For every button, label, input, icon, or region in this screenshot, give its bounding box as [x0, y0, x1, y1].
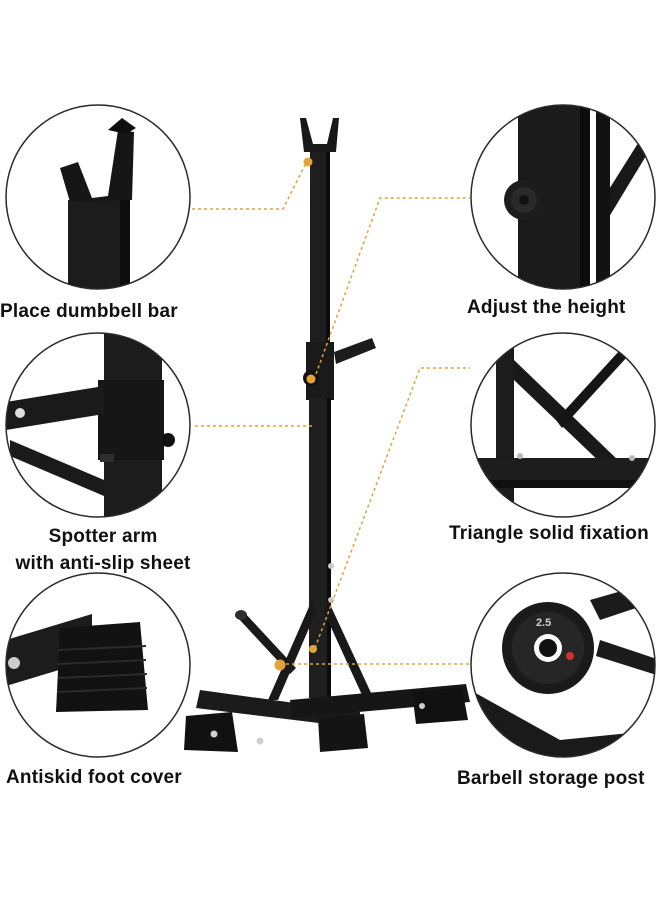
detail-circle-dumbbell-cradle: [5, 104, 191, 290]
detail-circle-barbell-post: 2.5: [470, 572, 656, 758]
callout-barbell-post: Barbell storage post: [457, 768, 645, 789]
callout-dots: [274, 157, 317, 671]
callout-triangle-fixation: Triangle solid fixation: [449, 523, 649, 544]
leader-triangle: [314, 367, 470, 649]
callout-spotter-line1: Spotter arm: [48, 526, 158, 547]
leader-height: [315, 197, 470, 375]
leader-dumbbell: [192, 162, 307, 210]
detail-circle-triangle-fixation: [470, 332, 656, 518]
callout-adjust-height: Adjust the height: [467, 297, 626, 318]
callout-spotter-arm: Spotter arm with anti-slip sheet: [10, 523, 196, 577]
detail-circle-antiskid-foot: [5, 572, 191, 758]
callout-antiskid-foot: Antiskid foot cover: [6, 767, 182, 788]
squat-stand: [184, 118, 470, 752]
plate-marking: 2.5: [536, 617, 551, 629]
callout-spotter-line2: with anti-slip sheet: [15, 553, 191, 574]
detail-circle-height-knob: [470, 104, 656, 290]
callout-leader-lines: [192, 162, 472, 665]
detail-circle-spotter-arm: [5, 332, 191, 518]
callout-dumbbell-bar: Place dumbbell bar: [0, 301, 178, 322]
